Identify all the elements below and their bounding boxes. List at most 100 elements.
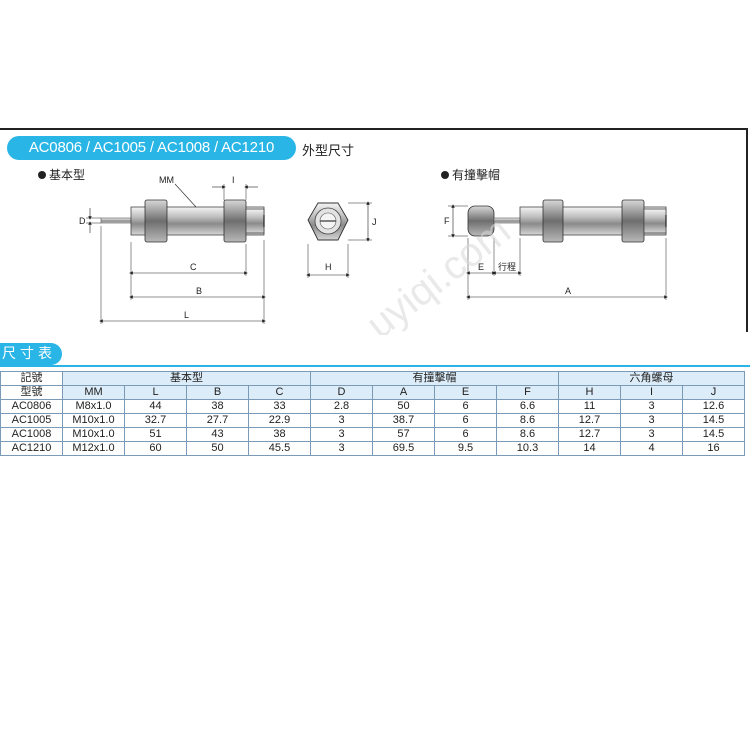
column-header: L <box>124 385 187 400</box>
basic-view-label-text: 基本型 <box>49 168 86 182</box>
column-header: MM <box>62 385 125 400</box>
basic-view-label: 基本型 <box>38 166 85 183</box>
table-cell: 3 <box>620 399 683 414</box>
table-cell: 8.6 <box>496 427 559 442</box>
model-cell: AC1005 <box>0 413 63 428</box>
table-cell: 12.7 <box>558 427 621 442</box>
table-cell: 6.6 <box>496 399 559 414</box>
technical-drawing: MM I D C B L J H F <box>79 175 668 335</box>
column-header: E <box>434 385 497 400</box>
table-cell: 14.5 <box>682 413 745 428</box>
piston-rod <box>100 217 132 224</box>
table-cell: 50 <box>186 441 249 456</box>
table-cell: 60 <box>124 441 187 456</box>
table-row: AC1008 M10x1.0 51 43 38 3 57 6 8.6 12.7 … <box>0 427 745 442</box>
table-cell: 6 <box>434 399 497 414</box>
table-cell: 44 <box>124 399 187 414</box>
table-cell: 69.5 <box>372 441 435 456</box>
table-cell: 6 <box>434 413 497 428</box>
column-header: I <box>620 385 683 400</box>
table-cell: M8x1.0 <box>62 399 125 414</box>
bullet-icon <box>38 171 46 179</box>
basic-shock-absorber-drawing <box>100 199 265 243</box>
cap-shock-absorber-drawing <box>467 199 667 243</box>
e-label: E <box>478 262 484 272</box>
table-cell: 3 <box>620 413 683 428</box>
model-cell: AC0806 <box>0 399 63 414</box>
h-label: H <box>325 262 332 272</box>
mm-label: MM <box>159 175 174 185</box>
corner-bottom-cell: 型號 <box>0 385 63 400</box>
table-cell: 33 <box>248 399 311 414</box>
model-cell: AC1008 <box>0 427 63 442</box>
page-title: AC0806 / AC1005 / AC1008 / AC1210 <box>7 136 296 160</box>
table-cell: M12x1.0 <box>62 441 125 456</box>
column-header: H <box>558 385 621 400</box>
table-cell: 12.7 <box>558 413 621 428</box>
d-label: D <box>79 216 86 226</box>
corner-top-cell: 記號 <box>0 371 63 386</box>
model-cell: AC1210 <box>0 441 63 456</box>
stroke-label: 行程 <box>498 261 516 272</box>
c-label: C <box>190 262 197 272</box>
dimension-table: 記號 基本型 有撞擊帽 六角螺母 型號 MM L B C D A E F H I… <box>0 371 745 456</box>
table-cell: 4 <box>620 441 683 456</box>
table-cell: 9.5 <box>434 441 497 456</box>
table-cell: M10x1.0 <box>62 413 125 428</box>
table-cell: 14 <box>558 441 621 456</box>
table-cell: 27.7 <box>186 413 249 428</box>
end-view-drawing <box>307 202 349 241</box>
table-cell: 51 <box>124 427 187 442</box>
table-cell: 16 <box>682 441 745 456</box>
i-label: I <box>232 175 235 185</box>
column-header: B <box>186 385 249 400</box>
table-cell: 3 <box>310 441 373 456</box>
table-cell: 11 <box>558 399 621 414</box>
cap-view-label-text: 有撞擊帽 <box>452 168 501 182</box>
column-header: C <box>248 385 311 400</box>
bullet-icon <box>441 171 449 179</box>
f-label: F <box>444 216 450 226</box>
table-cell: 38.7 <box>372 413 435 428</box>
table-cell: 14.5 <box>682 427 745 442</box>
table-cell: 3 <box>310 427 373 442</box>
table-cell: 57 <box>372 427 435 442</box>
table-row: AC1210 M12x1.0 60 50 45.5 3 69.5 9.5 10.… <box>0 441 745 456</box>
group-header-cap: 有撞擊帽 <box>310 371 559 386</box>
group-header-basic: 基本型 <box>62 371 311 386</box>
table-cell: 2.8 <box>310 399 373 414</box>
table-cell: 6 <box>434 427 497 442</box>
section-title: 尺寸表 <box>0 343 62 365</box>
page-subtitle: 外型尺寸 <box>302 144 355 159</box>
table-cell: 3 <box>620 427 683 442</box>
table-cell: 38 <box>248 427 311 442</box>
table-row: AC0806 M8x1.0 44 38 33 2.8 50 6 6.6 11 3… <box>0 399 745 414</box>
table-cell: 3 <box>310 413 373 428</box>
table-row: AC1005 M10x1.0 32.7 27.7 22.9 3 38.7 6 8… <box>0 413 745 428</box>
table-cell: 12.6 <box>682 399 745 414</box>
table-cell: 50 <box>372 399 435 414</box>
drawing-frame <box>0 128 748 332</box>
j-label: J <box>372 217 377 227</box>
cap-view-label: 有撞擊帽 <box>441 166 500 183</box>
table-column-header-row: 型號 MM L B C D A E F H I J <box>0 385 745 400</box>
hex-nut-front <box>144 199 168 243</box>
column-header: A <box>372 385 435 400</box>
b-label: B <box>196 286 202 296</box>
a-label: A <box>565 286 571 296</box>
table-cell: 38 <box>186 399 249 414</box>
watermark: uyiqi.com <box>358 208 518 335</box>
table-group-header-row: 記號 基本型 有撞擊帽 六角螺母 <box>0 371 745 386</box>
table-cell: M10x1.0 <box>62 427 125 442</box>
column-header: J <box>682 385 745 400</box>
end-cap <box>245 208 265 234</box>
column-header: F <box>496 385 559 400</box>
column-header: D <box>310 385 373 400</box>
section-divider <box>0 365 750 367</box>
group-header-nut: 六角螺母 <box>558 371 745 386</box>
table-cell: 10.3 <box>496 441 559 456</box>
table-cell: 43 <box>186 427 249 442</box>
table-cell: 22.9 <box>248 413 311 428</box>
table-cell: 45.5 <box>248 441 311 456</box>
table-cell: 8.6 <box>496 413 559 428</box>
